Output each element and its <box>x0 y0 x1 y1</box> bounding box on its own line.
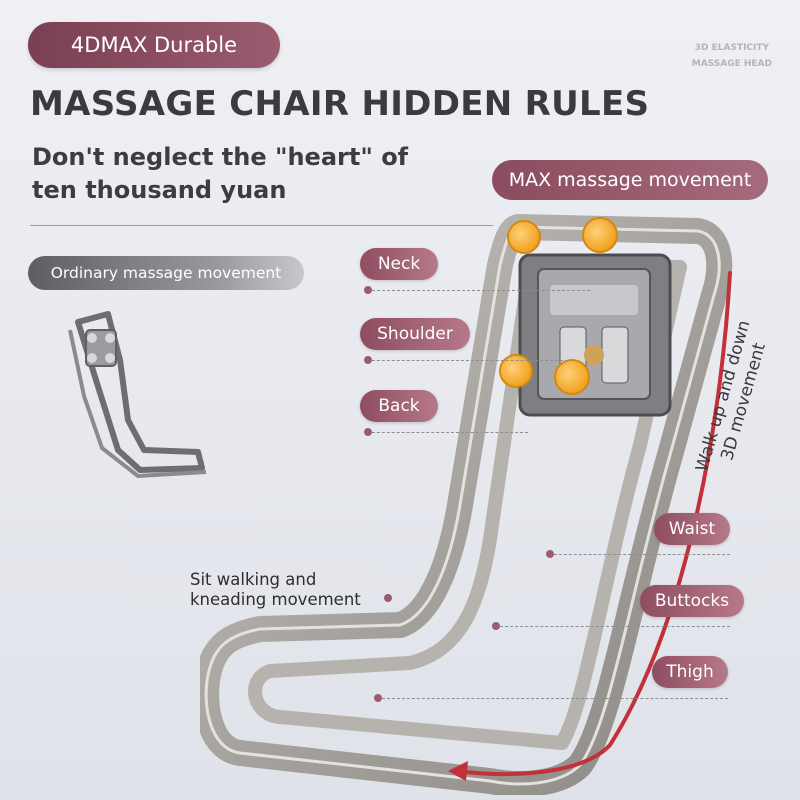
subtitle-line2: ten thousand yuan <box>32 176 287 204</box>
corner-note-line2: MASSAGE HEAD <box>691 59 772 69</box>
subtitle: Don't neglect the "heart" of ten thousan… <box>32 141 408 207</box>
shoulder-leader-line <box>372 360 568 361</box>
waist-marker-dot <box>546 550 554 558</box>
corner-note-line1: 3D ELASTICITY <box>694 43 770 53</box>
waist-leader-line <box>554 554 730 555</box>
buttocks-leader-line <box>500 626 730 627</box>
sit-walking-label: Sit walking and kneading movement <box>190 570 361 610</box>
max-movement-label: MAX massage movement <box>492 160 768 200</box>
tag-thigh: Thigh <box>652 656 728 688</box>
ordinary-movement-label: Ordinary massage movement <box>28 256 304 290</box>
tag-neck-label: Neck <box>377 254 421 274</box>
back-leader-line <box>372 432 528 433</box>
tag-buttocks: Buttocks <box>640 585 744 617</box>
tag-neck: Neck <box>360 248 438 280</box>
tag-shoulder-label: Shoulder <box>377 324 453 344</box>
max-movement-text: MAX massage movement <box>508 169 752 191</box>
tag-back: Back <box>360 390 438 422</box>
sit-walking-line1: Sit walking and <box>190 570 317 589</box>
tag-thigh-label: Thigh <box>666 662 714 682</box>
buttocks-marker-dot <box>492 622 500 630</box>
thigh-marker-dot <box>374 694 382 702</box>
page-title: MASSAGE CHAIR HIDDEN RULES <box>30 84 650 124</box>
durable-badge-label: 4DMAX Durable <box>70 33 238 57</box>
tag-buttocks-label: Buttocks <box>654 591 730 611</box>
sit-walking-line2: kneading movement <box>190 590 361 609</box>
neck-leader-line <box>372 290 590 291</box>
shoulder-marker-dot <box>364 356 372 364</box>
thigh-leader-line <box>382 698 728 699</box>
tag-back-label: Back <box>378 396 420 416</box>
divider <box>30 225 493 226</box>
ordinary-movement-text: Ordinary massage movement <box>50 264 282 282</box>
tag-waist-label: Waist <box>668 519 716 539</box>
neck-marker-dot <box>364 286 372 294</box>
durable-badge: 4DMAX Durable <box>28 22 280 68</box>
tag-shoulder: Shoulder <box>360 318 470 350</box>
max-frame-illustration <box>200 214 733 795</box>
corner-note: 3D ELASTICITY MASSAGE HEAD <box>692 40 772 72</box>
tag-waist: Waist <box>654 513 730 545</box>
ordinary-frame-illustration <box>68 311 207 478</box>
subtitle-line1: Don't neglect the "heart" of <box>32 143 409 171</box>
sit-walking-marker-dot <box>384 594 392 602</box>
back-marker-dot <box>364 428 372 436</box>
